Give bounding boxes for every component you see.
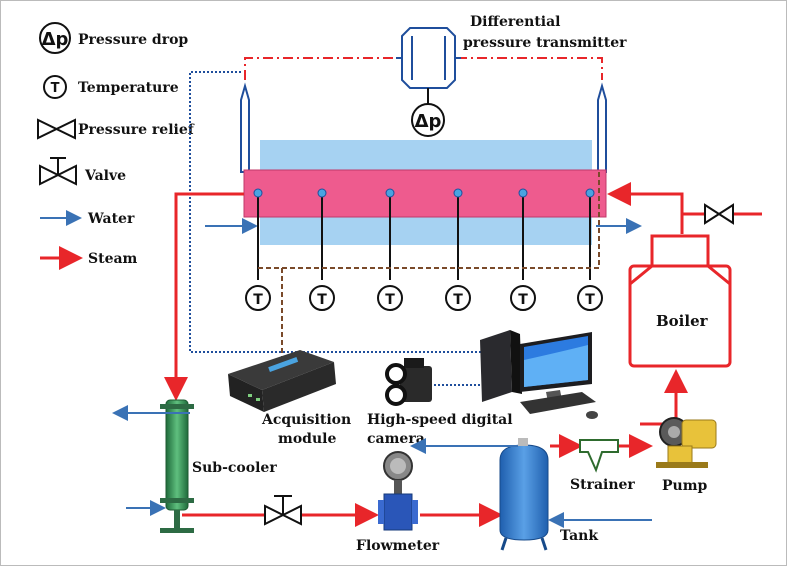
dp-transmitter-label-line1: Differential bbox=[470, 14, 561, 30]
dp-transmitter-label-line2: pressure transmitter bbox=[463, 35, 627, 51]
sub-cooler bbox=[160, 399, 194, 533]
thermocouple-3-symbol: T bbox=[385, 292, 395, 308]
thermocouple-5: T bbox=[510, 188, 536, 311]
water-channel-bottom bbox=[260, 215, 592, 245]
pressure-relief-legend-icon bbox=[37, 118, 76, 140]
svg-text:Δp: Δp bbox=[42, 29, 69, 50]
computer bbox=[480, 330, 598, 419]
acquisition-module bbox=[228, 350, 336, 412]
camera-label-line2: camera bbox=[367, 431, 425, 447]
boiler bbox=[628, 234, 732, 368]
valve-legend-label: Valve bbox=[84, 168, 126, 184]
high-speed-camera bbox=[385, 358, 432, 406]
boiler-label: Boiler bbox=[656, 312, 709, 330]
water-legend-label: Water bbox=[87, 211, 135, 227]
pressure-relief-legend-label: Pressure relief bbox=[78, 122, 195, 138]
thermocouple-2: T bbox=[309, 188, 335, 311]
acquisition-label-line1: Acquisition bbox=[261, 412, 351, 428]
flowmeter bbox=[378, 451, 418, 531]
condensate-valve bbox=[264, 495, 302, 526]
pressure-relief-valve bbox=[704, 203, 734, 225]
svg-text:T: T bbox=[51, 81, 60, 96]
subcooler-label: Sub-cooler bbox=[192, 460, 277, 476]
test-section bbox=[243, 169, 607, 218]
thermocouple-bus bbox=[258, 172, 600, 269]
tank-label: Tank bbox=[560, 528, 598, 544]
tank bbox=[499, 438, 549, 551]
temperature-legend-label: Temperature bbox=[78, 80, 179, 96]
temperature-legend-icon: T bbox=[43, 75, 67, 99]
pressure-drop-legend-icon: Δp bbox=[39, 22, 71, 54]
thermocouple-4: T bbox=[445, 188, 471, 311]
pressure-tap-left bbox=[240, 82, 250, 173]
thermocouple-1: T bbox=[245, 188, 271, 311]
thermocouple-6: T bbox=[577, 188, 603, 311]
thermocouple-5-symbol: T bbox=[518, 292, 528, 308]
legend: Δp Pressure drop T Temperature Pressure … bbox=[37, 22, 195, 270]
flowmeter-label: Flowmeter bbox=[356, 538, 440, 554]
thermocouples: T T T T T T bbox=[245, 188, 603, 311]
pump bbox=[656, 417, 717, 468]
thermocouple-6-symbol: T bbox=[585, 292, 595, 308]
pressure-tap-right bbox=[597, 82, 607, 173]
pressure-drop-legend-label: Pressure drop bbox=[78, 32, 188, 48]
strainer-label: Strainer bbox=[570, 477, 635, 493]
thermocouple-2-symbol: T bbox=[317, 292, 327, 308]
thermocouple-1-symbol: T bbox=[253, 292, 263, 308]
dp-transmitter-symbol: Δp bbox=[415, 111, 442, 132]
steam-legend-label: Steam bbox=[88, 251, 138, 267]
water-channel-top bbox=[260, 140, 592, 170]
valve-legend-icon bbox=[39, 157, 77, 186]
thermocouple-3: T bbox=[377, 188, 403, 311]
pump-label: Pump bbox=[662, 478, 708, 494]
thermocouple-4-symbol: T bbox=[453, 292, 463, 308]
dp-signal-line bbox=[189, 71, 490, 353]
dp-transmitter: Δp bbox=[244, 27, 603, 137]
acquisition-label-line2: module bbox=[278, 431, 336, 447]
strainer bbox=[579, 439, 619, 473]
camera-label-line1: High-speed digital bbox=[367, 412, 513, 428]
